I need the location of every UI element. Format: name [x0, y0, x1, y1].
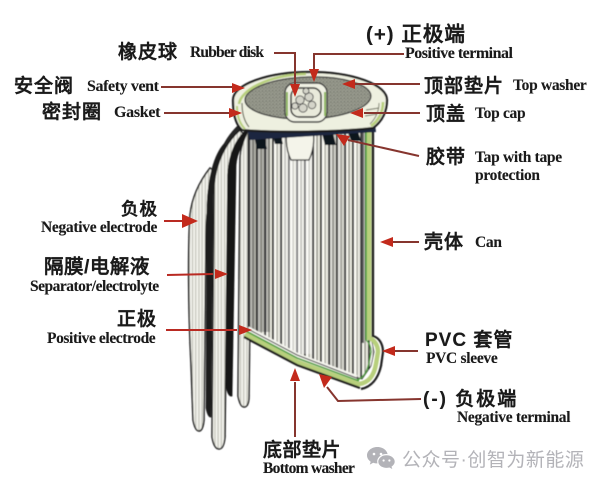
- arrow-separator: [215, 269, 228, 279]
- label-top-washer-zh: 顶部垫片: [424, 76, 505, 97]
- label-separator-en: Separator/electrolyte: [30, 278, 159, 295]
- arrow-positive-terminal: [309, 69, 319, 82]
- arrow-can: [380, 237, 393, 247]
- leader-negative-terminal: [326, 386, 422, 403]
- top-cap-assembly: [231, 70, 389, 140]
- label-positive-terminal-en: Positive terminal: [405, 45, 513, 62]
- label-bottom-washer-zh: 底部垫片: [263, 440, 342, 461]
- label-gasket-en: Gasket: [114, 104, 161, 121]
- arrow-negative-electrode: [182, 214, 198, 228]
- label-negative-electrode-zh: 负极: [121, 199, 158, 219]
- label-positive-electrode-zh: 正极: [117, 309, 158, 330]
- label-bottom-washer-en: Bottom washer: [263, 460, 355, 477]
- arrow-top-cap: [350, 108, 363, 118]
- label-pvc-sleeve-en: PVC sleeve: [426, 350, 498, 367]
- label-top-cap-en: Top cap: [475, 105, 526, 122]
- label-top-washer-en: Top washer: [513, 77, 587, 94]
- leader-separator: [166, 273, 214, 276]
- label-negative-terminal-en: Negative terminal: [457, 409, 571, 426]
- leader-positive-terminal: [313, 53, 404, 70]
- label-pvc-sleeve-zh: PVC 套管: [425, 330, 514, 351]
- label-tape-en: Tap with tape protection: [475, 149, 562, 184]
- label-top-cap-zh: 顶盖: [426, 104, 467, 125]
- leader-lines: [161, 52, 422, 437]
- label-gasket-zh: 密封圈: [42, 102, 103, 123]
- arrow-gasket: [229, 108, 242, 118]
- label-separator-zh: 隔膜/电解液: [44, 256, 150, 278]
- arrow-bottom-washer: [290, 368, 300, 381]
- label-rubber-disk-zh: 橡皮球: [118, 42, 179, 63]
- battery-body: [187, 70, 389, 450]
- leader-tape: [347, 139, 420, 157]
- arrow-positive-electrode: [239, 325, 252, 335]
- label-rubber-disk-en: Rubber disk: [190, 44, 264, 61]
- label-negative-terminal-zh: (-) 负极端: [423, 389, 519, 410]
- can-wall: [243, 128, 385, 391]
- label-can-zh: 壳体: [424, 232, 465, 253]
- arrow-pvc-sleeve: [382, 346, 395, 356]
- label-negative-electrode-en: Negative electrode: [41, 219, 158, 236]
- arrow-rubber-disk: [290, 84, 300, 97]
- arrow-negative-terminal: [319, 374, 332, 388]
- arrow-tape: [336, 134, 350, 146]
- label-safety-vent-en: Safety vent: [87, 78, 159, 95]
- label-safety-vent-zh: 安全阀: [14, 76, 75, 97]
- label-positive-terminal-zh: (+) 正极端: [366, 23, 466, 46]
- arrow-safety-vent: [232, 83, 245, 93]
- leader-rubber-disk: [274, 52, 296, 85]
- label-tape-zh: 胶带: [426, 147, 467, 168]
- wechat-icon: [367, 447, 395, 469]
- arrow-top-washer: [342, 79, 355, 89]
- label-positive-electrode-en: Positive electrode: [47, 330, 156, 347]
- arrow-heads: [182, 69, 395, 388]
- label-can-en: Can: [475, 234, 502, 251]
- watermark: 公众号·创智为新能源: [366, 445, 584, 472]
- watermark-text: 公众号·创智为新能源: [402, 450, 585, 471]
